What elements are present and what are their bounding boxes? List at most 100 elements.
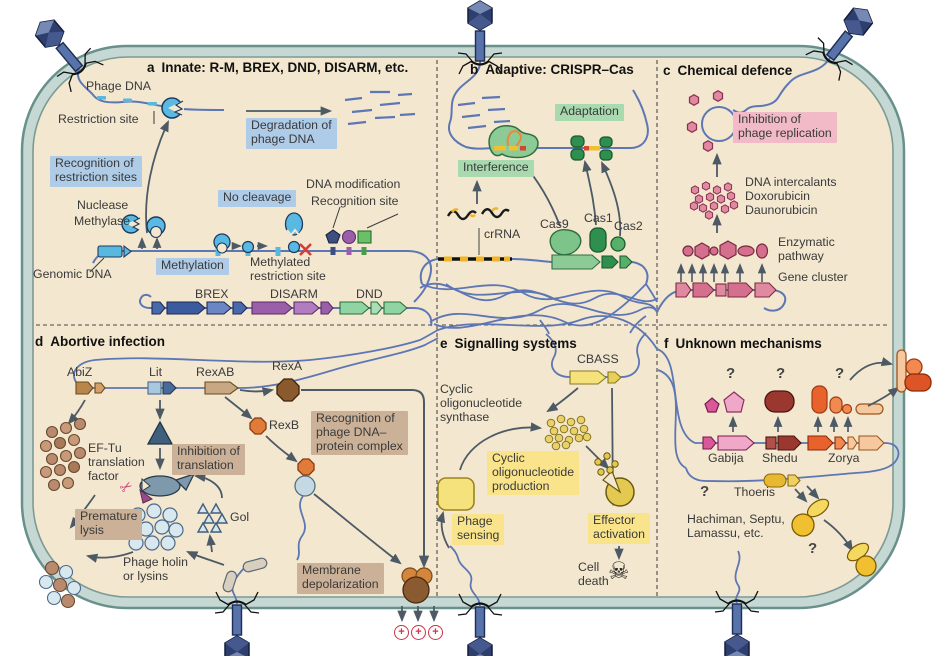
- label-degradation: Degradation of phage DNA: [246, 118, 337, 149]
- restriction-site-ticks: [97, 96, 157, 106]
- chemical-gene-dna: [656, 289, 787, 313]
- question-bottom: ?: [808, 540, 818, 557]
- thoeris-proteins-1: [791, 498, 830, 537]
- crrna-icon: [446, 207, 510, 221]
- label-restriction-site: Restriction site: [58, 112, 139, 126]
- degraded-fragments-b: [457, 95, 511, 130]
- lysed-membrane-circles: [38, 560, 82, 609]
- label-genomic-dna: Genomic DNA: [33, 267, 112, 281]
- label-effector-activation: Effector activation: [588, 513, 650, 544]
- label-cas2: Cas2: [614, 219, 643, 233]
- label-premature-lysis: Premature lysis: [75, 509, 143, 540]
- label-cyclic-synthase: Cyclic oligonucleotide synthase: [440, 382, 523, 424]
- pathway-arrows: [676, 263, 767, 282]
- restriction-enzyme-icon: [161, 97, 184, 119]
- cbass-genes: [569, 370, 622, 385]
- label-cell-death: Cell death: [578, 560, 609, 588]
- phage-dna-path-f: [734, 550, 741, 604]
- disarm-genes: [251, 301, 334, 315]
- zorya-membrane-arrows: [849, 357, 900, 407]
- adaptation-complex: [570, 135, 613, 161]
- lit-pathway: [146, 400, 174, 471]
- effector-icon: [594, 452, 635, 507]
- membrane-depolarization-complex: [401, 567, 433, 604]
- label-gabija: Gabija: [708, 451, 744, 465]
- label-cbass: CBASS: [577, 352, 619, 366]
- abiz-arrow: [67, 399, 86, 425]
- unknown-gene-clusters: [702, 435, 885, 451]
- label-hachiman: Hachiman, Septu, Lamassu, etc.: [687, 512, 785, 540]
- holin-capsules: [222, 557, 268, 593]
- dna-modification-icons: [325, 229, 372, 255]
- label-methylated-site: Methylated restriction site: [250, 255, 326, 283]
- label-cas9: Cas9: [540, 217, 569, 231]
- label-phage-sensing: Phage sensing: [452, 514, 505, 545]
- phage-dna-path-e: [449, 545, 481, 607]
- label-inhibition-replication: Inhibition of phage replication: [733, 112, 837, 143]
- label-methylation: Methylation: [156, 258, 229, 275]
- label-enzymatic-pathway: Enzymatic pathway: [778, 235, 835, 263]
- abortive-genes: [75, 381, 239, 395]
- genomic-dna-callout: [89, 257, 105, 273]
- no-cleavage-x-icon: [299, 243, 312, 256]
- crispr-array-icon: [438, 256, 512, 262]
- zorya-proteins: [811, 385, 884, 415]
- label-brex: BREX: [195, 287, 229, 301]
- label-inhibition-translation: Inhibition of translation: [172, 444, 245, 475]
- question-zorya: ?: [835, 365, 845, 382]
- thoeris-arrows: [794, 485, 820, 503]
- label-nuclease: Nuclease: [77, 198, 129, 212]
- plus-ion-1: +: [394, 625, 409, 640]
- label-thoeris: Thoeris: [734, 485, 776, 499]
- phage-sensing-icon: [437, 477, 475, 511]
- abiz-protein-cluster: [39, 417, 87, 492]
- label-dna-modification: DNA modification: [306, 177, 401, 191]
- complex-to-membrane-arrow: [313, 493, 402, 565]
- thoeris-genes: [763, 473, 801, 488]
- thoeris-proteins-2: [846, 542, 877, 577]
- shedu-protein: [764, 390, 795, 413]
- cas9-interference-complex: [488, 125, 539, 159]
- label-rexab: RexAB: [196, 365, 235, 379]
- label-disarm: DISARM: [270, 287, 318, 301]
- label-recognition-complex: Recognition of phage DNA– protein comple…: [311, 411, 408, 456]
- dna-to-gol-arrow: [206, 533, 216, 553]
- recognition-arrow: [145, 120, 169, 234]
- panel-e-signalling: [436, 332, 647, 607]
- defence-gene-clusters: [151, 301, 408, 315]
- unknown-arrows: [728, 415, 853, 432]
- rexb-icon: [249, 417, 267, 435]
- label-dnd: DND: [356, 287, 383, 301]
- rexa-icon: [276, 378, 300, 402]
- gabija-proteins: [704, 391, 745, 413]
- label-crrna: crRNA: [484, 227, 521, 241]
- label-dna-intercalants: DNA intercalants Doxorubicin Daunorubici…: [745, 175, 837, 217]
- modification-callouts: [332, 206, 399, 229]
- label-abiz: AbiZ: [67, 365, 93, 379]
- methylase-icon: [146, 216, 166, 239]
- methyl-group-icon: [241, 240, 255, 254]
- degraded-dna-fragments: [344, 90, 416, 126]
- plus-ion-3: +: [428, 625, 443, 640]
- label-phage-holin: Phage holin or lysins: [123, 555, 188, 583]
- plus-ion-2: +: [411, 625, 426, 640]
- skull-icon: ☠: [608, 558, 630, 585]
- label-shedu: Shedu: [762, 451, 798, 465]
- sensing-arrow: [436, 510, 450, 549]
- phage-icon-bottom-left: [213, 590, 261, 656]
- rexa-signal-line: [301, 389, 430, 569]
- oligonucleotide-dots: [544, 414, 592, 451]
- label-recognition-site: Recognition site: [311, 194, 399, 208]
- label-gol: Gol: [230, 510, 250, 524]
- brex-genes: [151, 301, 248, 315]
- thoeris-step-arrow: [823, 519, 854, 552]
- cas-genes: [551, 254, 633, 270]
- methylation-arrows: [137, 236, 162, 249]
- nuclease-icon: [121, 214, 141, 234]
- label-membrane-depolarization: Membrane depolarization: [297, 563, 384, 594]
- label-interference: Interference: [458, 160, 534, 177]
